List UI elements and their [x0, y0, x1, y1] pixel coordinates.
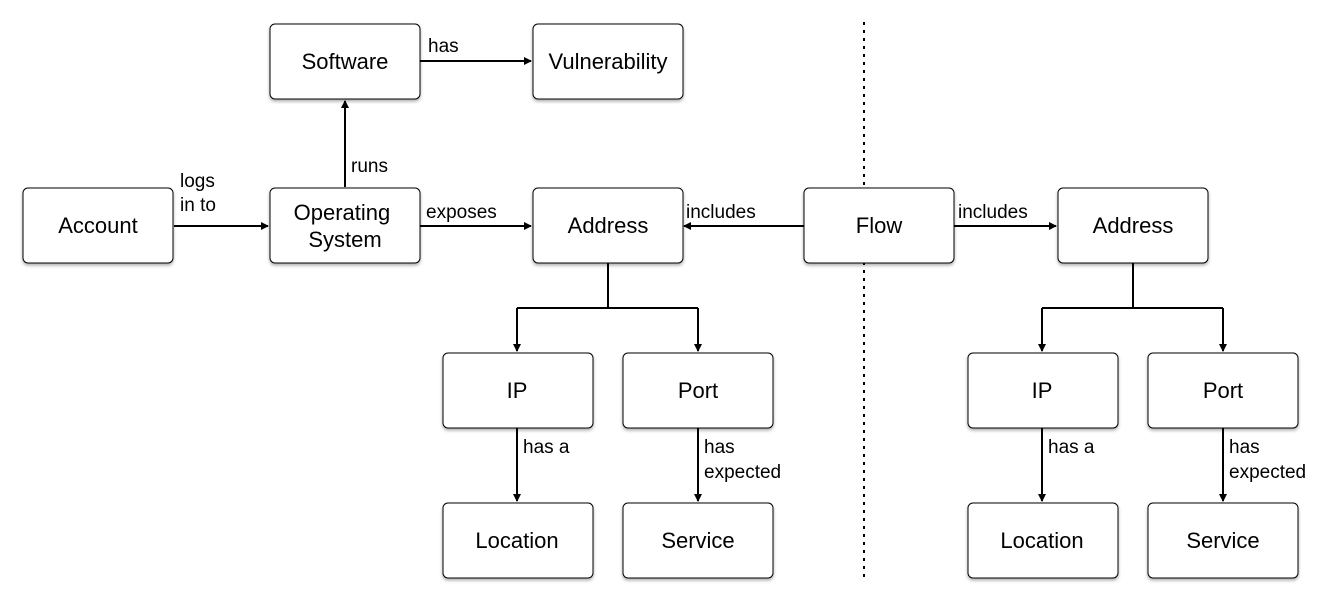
location-right-label: Location [1000, 528, 1083, 553]
port-node-right: Port [1147, 352, 1299, 429]
flow-includes-right-address-label: includes [958, 202, 1028, 223]
service-node-right: Service [1147, 502, 1299, 579]
right-port-has-expected-service-label: has expected [1229, 437, 1306, 483]
service-node-left: Service [622, 502, 774, 579]
address-node-right: Address [1057, 187, 1209, 264]
account-logs-in-to-os-label-line-2: in to [180, 195, 216, 216]
account-logs-in-to-os-label-line-1: logs [180, 171, 215, 192]
os-exposes-address-label: exposes [426, 202, 497, 223]
port-left-label: Port [678, 378, 718, 403]
address-node-left: Address [532, 187, 684, 264]
edges [174, 57, 1227, 502]
os-runs-software-label: runs [351, 156, 388, 177]
software-has-vulnerability-label: has [428, 36, 459, 57]
left-port-has-expected-service-label: has expected [704, 437, 781, 483]
vulnerability-node: Vulnerability [532, 23, 684, 100]
flow-includes-left-address-label: includes [686, 202, 756, 223]
service-left-label: Service [661, 528, 734, 553]
account-label: Account [58, 213, 138, 238]
location-node-right: Location [967, 502, 1119, 579]
software-label: Software [302, 49, 389, 74]
right-ip-has-a-location-label: has a [1048, 437, 1095, 458]
left-ip-has-a-location-label: has a [523, 437, 570, 458]
edge-left-address-branch [517, 263, 698, 309]
location-left-label: Location [475, 528, 558, 553]
location-node-left: Location [442, 502, 594, 579]
operating-system-node: Operating System [269, 187, 421, 264]
nodes: Software Vulnerability Account Operating… [22, 23, 1299, 579]
right-port-has-expected-service-label-line-1: has [1229, 437, 1260, 458]
ip-left-label: IP [507, 378, 528, 403]
address-left-label: Address [568, 213, 649, 238]
ip-right-label: IP [1032, 378, 1053, 403]
operating-system-label: Operating System [294, 200, 397, 252]
operating-system-label-line-2: System [308, 227, 381, 252]
port-node-left: Port [622, 352, 774, 429]
edge-labels: has runs logs in to exposes includes inc… [180, 36, 1306, 483]
left-port-has-expected-service-label-line-2: expected [704, 462, 781, 483]
account-logs-in-to-os-label: logs in to [180, 171, 220, 216]
vulnerability-label: Vulnerability [548, 49, 667, 74]
ip-node-right: IP [967, 352, 1119, 429]
address-right-label: Address [1093, 213, 1174, 238]
flow-node: Flow [803, 187, 955, 264]
right-port-has-expected-service-label-line-2: expected [1229, 462, 1306, 483]
left-port-has-expected-service-label-line-1: has [704, 437, 735, 458]
port-right-label: Port [1203, 378, 1243, 403]
account-node: Account [22, 187, 174, 264]
flow-label: Flow [856, 213, 903, 238]
edge-right-address-branch [1042, 263, 1223, 309]
operating-system-label-line-1: Operating [294, 200, 391, 225]
software-node: Software [269, 23, 421, 100]
service-right-label: Service [1186, 528, 1259, 553]
ip-node-left: IP [442, 352, 594, 429]
